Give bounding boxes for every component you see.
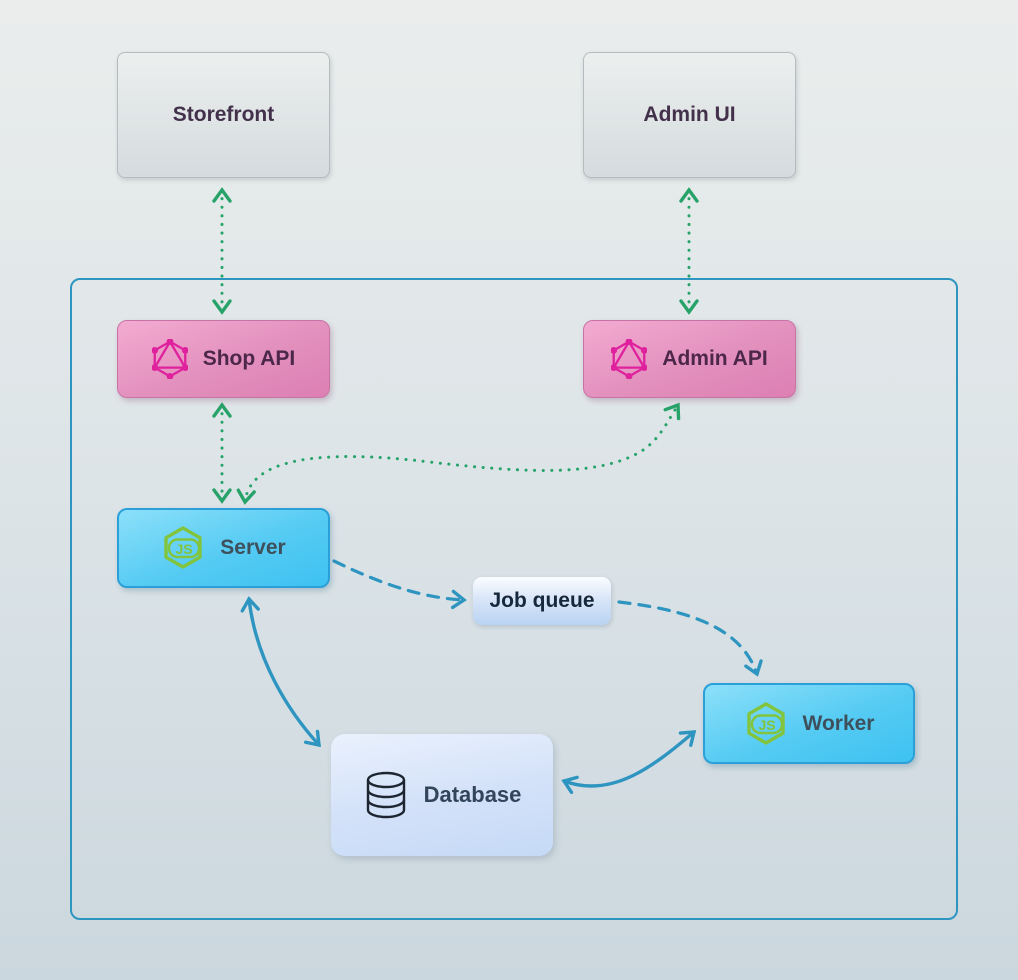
- server-boundary-box: [70, 278, 958, 920]
- database-icon: [363, 770, 409, 820]
- node-admin-ui-label: Admin UI: [643, 103, 736, 126]
- node-shop-api: Shop API: [117, 320, 330, 398]
- svg-text:JS: JS: [758, 717, 775, 733]
- node-shop-api-label: Shop API: [202, 347, 296, 370]
- node-storefront-label: Storefront: [172, 103, 275, 126]
- node-admin-api-label: Admin API: [662, 347, 768, 370]
- node-admin-ui: Admin UI: [583, 52, 796, 178]
- node-job-queue-label: Job queue: [489, 589, 595, 612]
- node-server: JS Server: [117, 508, 330, 588]
- svg-text:JS: JS: [176, 541, 193, 557]
- node-admin-api: Admin API: [583, 320, 796, 398]
- nodejs-icon: JS: [744, 701, 788, 747]
- node-database: Database: [331, 734, 553, 856]
- node-server-label: Server: [220, 536, 286, 559]
- node-worker: JS Worker: [703, 683, 915, 764]
- nodejs-icon: JS: [161, 525, 205, 571]
- node-worker-label: Worker: [802, 711, 875, 735]
- node-storefront: Storefront: [117, 52, 330, 178]
- graphql-icon: [151, 339, 188, 379]
- node-database-label: Database: [423, 782, 522, 807]
- graphql-icon: [611, 339, 648, 379]
- node-job-queue: Job queue: [473, 577, 611, 625]
